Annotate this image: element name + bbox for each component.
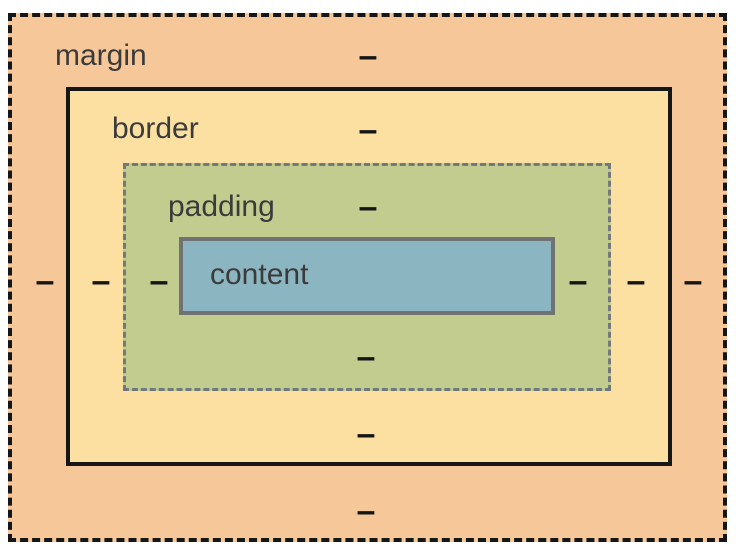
margin-right-dash: – [683,262,703,300]
padding-right-dash: – [568,262,588,300]
border-bottom-dash: – [356,415,376,453]
border-label: border [112,112,199,145]
padding-label: padding [168,190,275,223]
margin-label: margin [55,39,147,72]
margin-bottom-dash: – [356,492,376,530]
border-left-dash: – [91,262,111,300]
padding-left-dash: – [149,262,169,300]
border-right-dash: – [626,262,646,300]
padding-top-dash: – [358,188,378,226]
padding-bottom-dash: – [356,338,376,376]
margin-left-dash: – [35,262,55,300]
content-label: content [210,258,309,291]
content-box [179,237,555,315]
border-top-dash: – [358,111,378,149]
margin-top-dash: – [358,37,378,75]
